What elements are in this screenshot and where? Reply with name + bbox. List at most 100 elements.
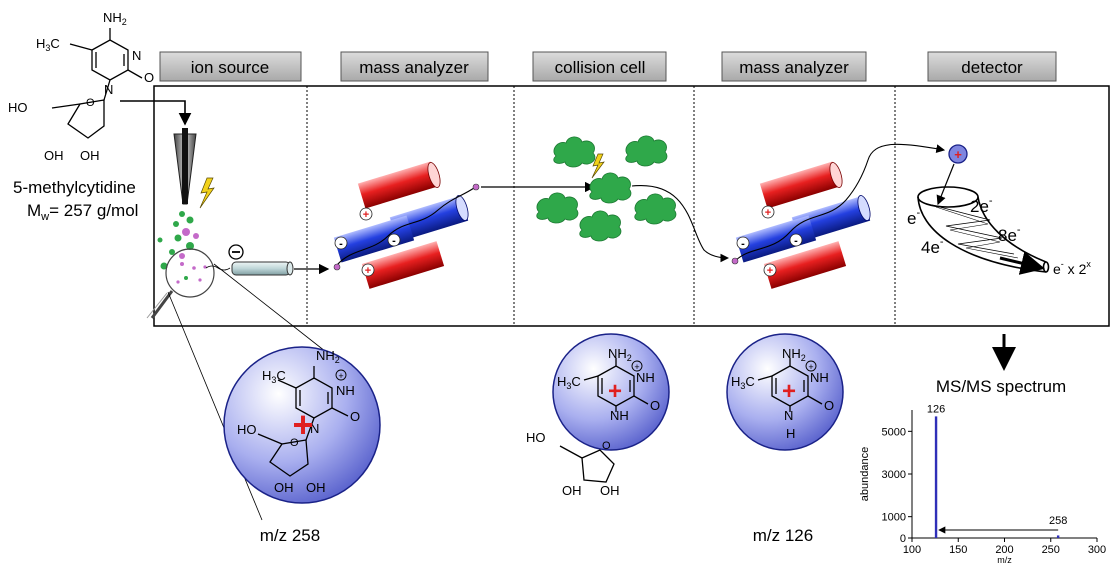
svg-text:NH: NH: [610, 408, 629, 423]
svg-text:+: +: [338, 371, 343, 381]
x-tick-label: 200: [995, 544, 1013, 556]
svg-text:8e-: 8e-: [998, 224, 1021, 245]
rod-blue-front: -: [333, 215, 415, 263]
lightning-icon: [591, 153, 605, 179]
y-tick-label: 1000: [882, 512, 906, 524]
svg-text:NH2: NH2: [782, 346, 806, 363]
quadrupole-2: - + + -: [735, 143, 946, 289]
svg-text:4e-: 4e-: [921, 236, 944, 257]
svg-text:N: N: [310, 421, 319, 436]
svg-text:2e-: 2e-: [970, 195, 993, 216]
svg-text:H3C: H3C: [36, 36, 60, 53]
rod-red-back: [357, 161, 441, 209]
detector-labels: e- 2e- 4e- 8e- e- x 2x: [907, 195, 1091, 277]
svg-text:+: +: [634, 362, 639, 372]
svg-text:NH: NH: [336, 383, 355, 398]
ion-path-q1: [336, 187, 475, 266]
svg-text:ion source: ion source: [191, 58, 269, 77]
stage-dividers: [306, 86, 896, 326]
ion-particle: [472, 183, 480, 191]
ion-particle: [731, 257, 739, 265]
precursor-mz-label: m/z 258: [260, 526, 320, 545]
spectrum-peak: [934, 416, 938, 538]
svg-text:e- x 2x: e- x 2x: [1053, 259, 1091, 277]
svg-text:H3C: H3C: [262, 368, 286, 385]
esi-needle: [173, 128, 197, 205]
compound-name: 5-methylcytidine: [13, 178, 136, 197]
fragment-mz-label: m/z 126: [753, 526, 813, 545]
x-tick-label: 300: [1088, 544, 1106, 556]
x-axis-label: m/z: [997, 555, 1012, 565]
svg-text:-: -: [794, 235, 798, 247]
svg-text:H: H: [786, 426, 795, 441]
nucleoside-structure: [51, 28, 143, 139]
ion-path-q2: [735, 143, 946, 261]
magnifier-icon: [146, 248, 215, 319]
svg-text:-: -: [392, 235, 396, 247]
stage-header-mass-analyzer-2: mass analyzer: [721, 51, 867, 82]
svg-text:HO: HO: [8, 100, 28, 115]
svg-text:NH2: NH2: [316, 348, 340, 365]
svg-text:O: O: [86, 97, 95, 109]
svg-text:HO: HO: [237, 422, 257, 437]
svg-text:O: O: [350, 409, 360, 424]
fragment-path-arrow: [631, 185, 730, 263]
svg-text:+: +: [808, 362, 813, 372]
svg-text:H3C: H3C: [557, 374, 581, 391]
ion-trail-source: [205, 265, 231, 271]
svg-text:OH: OH: [80, 148, 100, 163]
svg-text:O: O: [824, 398, 834, 413]
svg-text:OH: OH: [274, 480, 294, 495]
precursor-ion-sphere: NH2 H3C NH O N O HO OH OH + +: [223, 346, 381, 504]
svg-text:+: +: [608, 378, 622, 405]
svg-text:+: +: [782, 378, 796, 405]
svg-text:NH: NH: [636, 370, 655, 385]
svg-text:N: N: [784, 408, 793, 423]
svg-text:+: +: [765, 207, 771, 219]
svg-text:HO: HO: [526, 430, 546, 445]
ion-particle: [333, 263, 341, 271]
svg-text:O: O: [650, 398, 660, 413]
svg-text:-: -: [741, 238, 745, 250]
fragment-ion-sphere-cc: NH2 H3C NH O NH + +: [552, 333, 670, 451]
x-tick-label: 150: [949, 544, 967, 556]
rod-red-front: +: [361, 241, 445, 289]
stage-header-detector: detector: [927, 51, 1057, 82]
neutral-sugar-loss: HO O OH OH: [526, 430, 620, 498]
svg-text:+: +: [365, 265, 371, 277]
instrument-frame: [153, 85, 1110, 327]
stage-header-collision-cell: collision cell: [532, 51, 667, 82]
svg-text:detector: detector: [961, 58, 1023, 77]
svg-text:+: +: [954, 147, 962, 162]
svg-text:OH: OH: [306, 480, 326, 495]
sample-inlet-arrow: [120, 100, 192, 126]
svg-text:mass analyzer: mass analyzer: [359, 58, 469, 77]
y-tick-label: 5000: [882, 426, 906, 438]
quadrupole-1: - + + -: [333, 161, 475, 289]
svg-text:N: N: [132, 48, 141, 63]
y-tick-label: 0: [900, 533, 906, 545]
fragment-ion-sphere-ma2: NH2 H3C NH O N H + +: [726, 333, 844, 451]
compound-mw: Mw= 257 g/mol: [27, 201, 138, 223]
y-axis-label: abundance: [859, 447, 871, 501]
svg-text:mass analyzer: mass analyzer: [739, 58, 849, 77]
svg-text:NH2: NH2: [103, 10, 127, 27]
x-tick-label: 250: [1042, 544, 1060, 556]
svg-text:+: +: [363, 209, 369, 221]
svg-text:+: +: [767, 265, 773, 277]
ion-impact-arrow: [936, 163, 955, 206]
stage-headers: ion source mass analyzer collision cell …: [159, 51, 1057, 82]
svg-text:e-: e-: [907, 207, 920, 228]
rod-red-front: +: [763, 241, 847, 289]
svg-text:N: N: [104, 82, 113, 97]
nucleoside-labels: NH2 H3C N O N O HO OH OH: [8, 10, 154, 163]
peak-label: 126: [927, 403, 945, 415]
stage-header-ion-source: ion source: [159, 51, 302, 82]
electron-output-arrow: [999, 251, 1045, 275]
svg-text:collision cell: collision cell: [555, 58, 646, 77]
svg-text:+: +: [292, 404, 313, 445]
svg-text:NH: NH: [810, 370, 829, 385]
detector-ion-icon: +: [948, 144, 968, 164]
